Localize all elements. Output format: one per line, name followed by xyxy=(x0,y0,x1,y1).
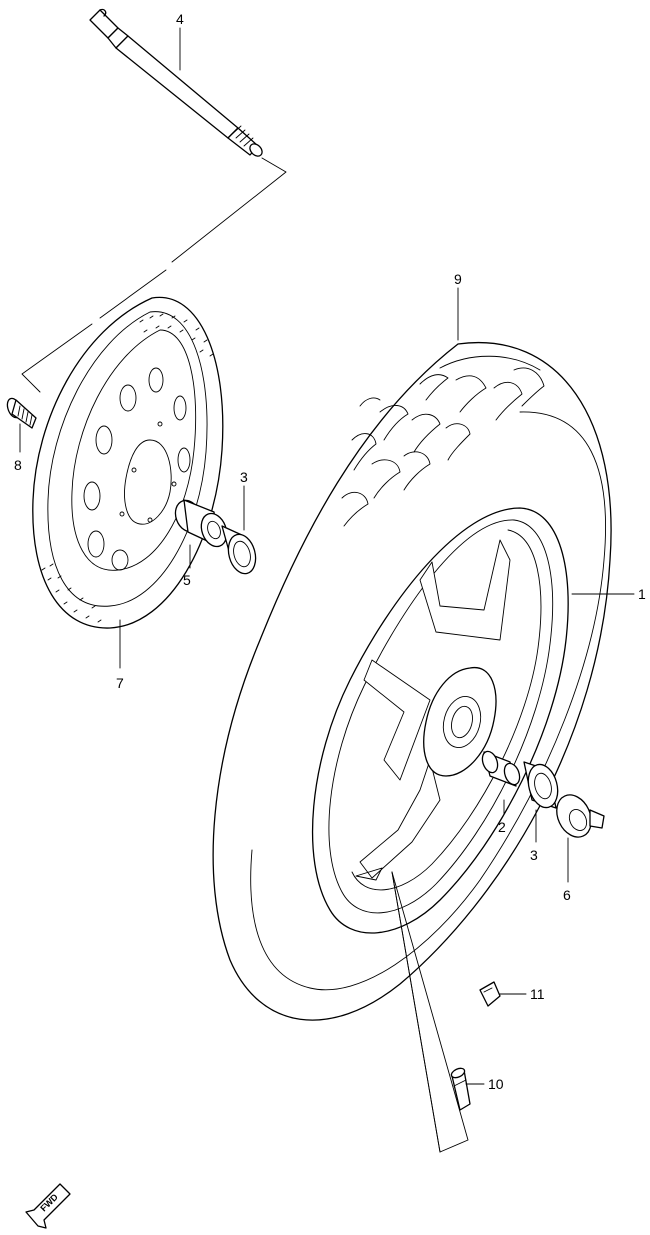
collar-part xyxy=(556,794,605,838)
forward-arrow-icon: FWD xyxy=(25,1183,71,1229)
bolt-part xyxy=(6,397,37,429)
brake-disc-part xyxy=(32,296,224,629)
callout-3-left: 3 xyxy=(240,469,248,485)
callout-5: 5 xyxy=(183,572,191,588)
leader-lines xyxy=(19,27,635,1085)
wheel-assembly xyxy=(212,341,612,1021)
spacer-right-part xyxy=(481,750,521,787)
callout-2: 2 xyxy=(498,819,506,835)
callout-labels: 4 9 3 5 8 7 1 2 3 6 11 10 xyxy=(14,11,646,1092)
callout-7: 7 xyxy=(116,675,124,691)
callout-9: 9 xyxy=(454,271,462,287)
callout-8: 8 xyxy=(14,457,22,473)
bearing-left-part xyxy=(221,525,257,575)
callout-4: 4 xyxy=(176,11,184,27)
bearing-right-part xyxy=(523,761,559,809)
spacer-left-part xyxy=(174,499,228,548)
callout-1: 1 xyxy=(638,586,646,602)
balance-weight-part xyxy=(479,981,501,1007)
callout-10: 10 xyxy=(488,1076,504,1092)
callout-11: 11 xyxy=(530,986,545,1002)
axle-reference-lines xyxy=(21,157,287,393)
valve-part xyxy=(450,1067,471,1111)
callout-3-right: 3 xyxy=(530,847,538,863)
callout-6: 6 xyxy=(563,887,571,903)
axle-part xyxy=(89,8,263,157)
valve-reference-lines xyxy=(391,871,469,1153)
